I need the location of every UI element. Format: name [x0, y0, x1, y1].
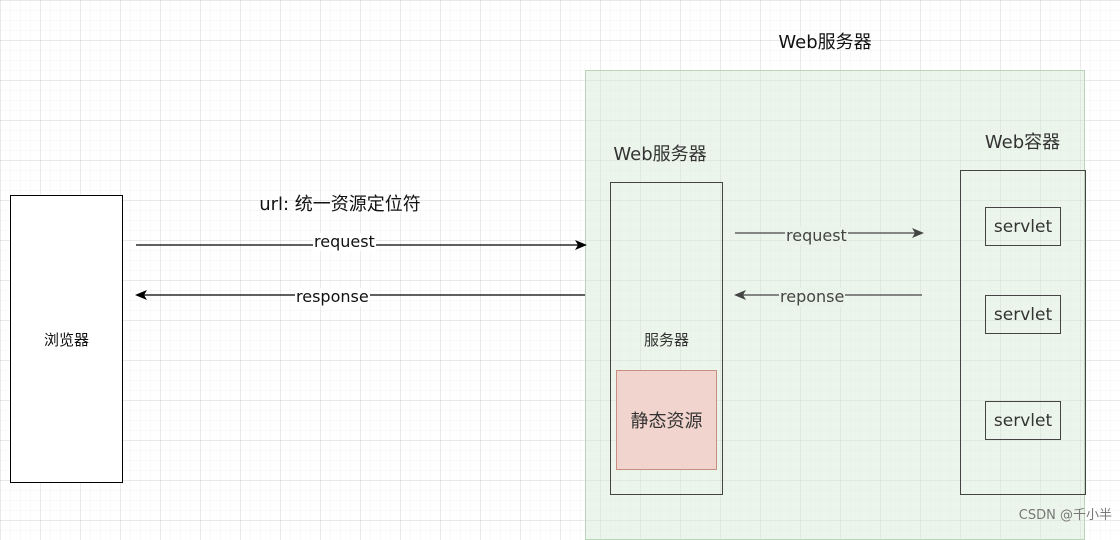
servlet-label: servlet [993, 304, 1053, 325]
browser-label: 浏览器 [43, 330, 89, 349]
watermark: CSDN @千小半 [1018, 508, 1112, 523]
url-label: url: 统一资源定位符 [259, 194, 421, 215]
container-title: Web容器 [984, 132, 1061, 153]
request-label-left: request [313, 232, 376, 251]
servlet-label: servlet [993, 216, 1053, 237]
response-label-left: response [295, 287, 370, 306]
request-label-right: request [785, 226, 848, 245]
static-resource-label: 静态资源 [630, 411, 703, 432]
response-label-right: reponse [779, 287, 846, 306]
servlet-label: servlet [993, 410, 1053, 431]
static-resource-node: 静态资源 [616, 370, 717, 470]
server-label: 服务器 [643, 331, 689, 349]
servlet-node-2: servlet [985, 295, 1061, 334]
servlet-node-3: servlet [985, 401, 1061, 440]
outer-title: Web服务器 [778, 32, 872, 53]
servlet-node-1: servlet [985, 207, 1061, 246]
browser-node: 浏览器 [10, 195, 123, 483]
server-node [610, 182, 723, 495]
web-container-node [960, 170, 1086, 495]
server-title: Web服务器 [613, 144, 707, 165]
